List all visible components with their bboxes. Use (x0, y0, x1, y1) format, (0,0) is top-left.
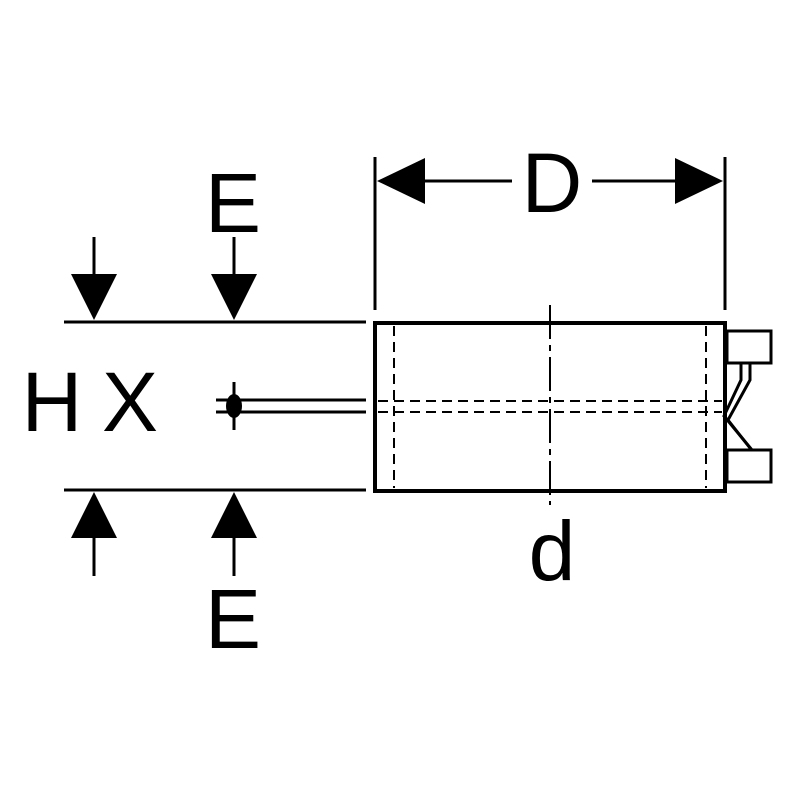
label-D: D (522, 136, 583, 230)
arrowhead-left (377, 158, 425, 204)
axis-marker-dot (226, 394, 242, 418)
clip-spring-inner (722, 364, 754, 451)
label-H: H (22, 355, 83, 449)
dimension-d-width: D (373, 136, 727, 310)
clip-upper-block (725, 329, 773, 365)
edge-marker-bottom: E (71, 492, 261, 666)
component-body (373, 305, 727, 505)
label-E-top: E (205, 156, 261, 250)
edge-marker-top: E (71, 156, 261, 320)
axis-marker (216, 382, 366, 430)
arrowhead-down-right-top (211, 274, 257, 320)
label-d: d (529, 504, 576, 598)
arrowhead-up-left-bottom (71, 492, 117, 538)
arrowhead-right (675, 158, 723, 204)
label-X: X (102, 355, 158, 449)
clip-lower-block (725, 448, 773, 484)
mounting-clip (722, 329, 773, 484)
label-E-bottom: E (205, 572, 261, 666)
arrowhead-up-right-bottom (211, 492, 257, 538)
arrowhead-down-left-top (71, 274, 117, 320)
